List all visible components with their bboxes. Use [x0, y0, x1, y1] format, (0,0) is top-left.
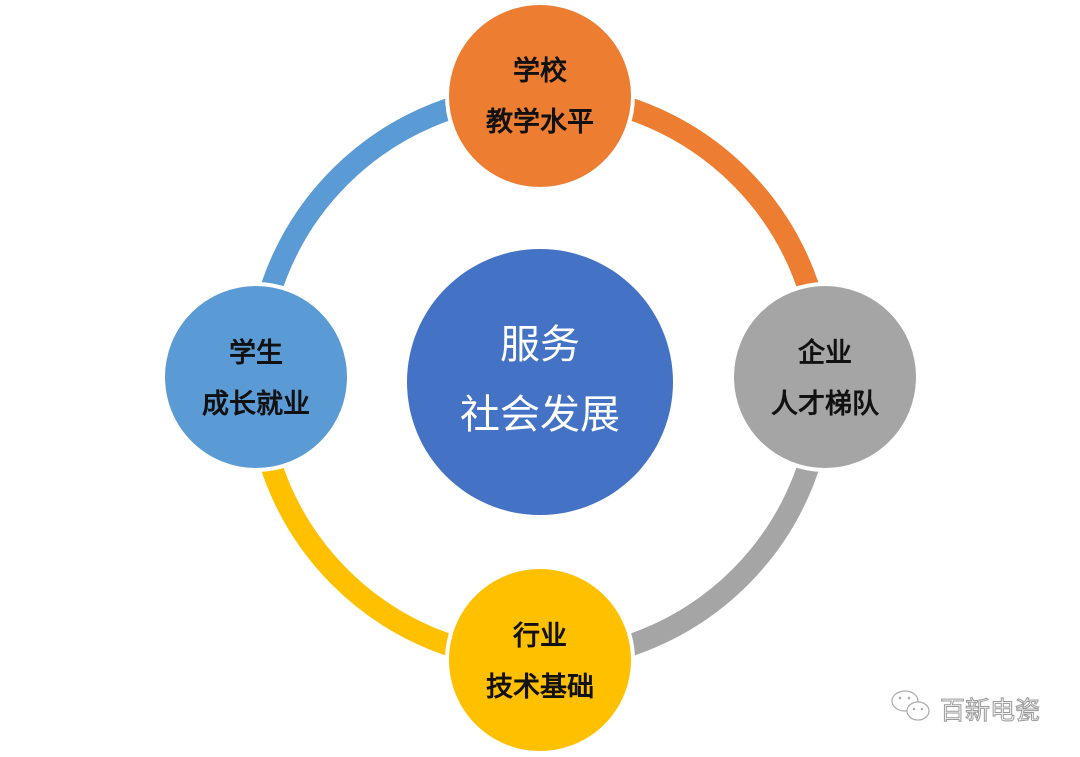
- node-school: 学校 教学水平: [445, 1, 635, 191]
- node-student: 学生 成长就业: [161, 282, 351, 472]
- node-industry: 行业 技术基础: [445, 565, 635, 755]
- node-enterprise-line1: 企业: [798, 337, 852, 369]
- center-line2: 社会发展: [460, 392, 620, 438]
- center-node: 服务 社会发展: [407, 249, 673, 515]
- node-school-line1: 学校: [513, 55, 567, 87]
- node-school-line2: 教学水平: [486, 106, 594, 138]
- node-enterprise: 企业 人才梯队: [730, 282, 920, 472]
- node-student-line2: 成长就业: [202, 389, 310, 420]
- center-line1: 服务: [500, 322, 580, 368]
- node-industry-line1: 行业: [512, 620, 567, 652]
- node-student-line1: 学生: [229, 337, 283, 369]
- watermark-text: 百新电瓷: [940, 696, 1040, 725]
- wechat-icon: [891, 690, 930, 721]
- watermark: 百新电瓷: [891, 690, 1041, 726]
- node-enterprise-line2: 人才梯队: [771, 389, 880, 420]
- node-industry-line2: 技术基础: [486, 672, 594, 703]
